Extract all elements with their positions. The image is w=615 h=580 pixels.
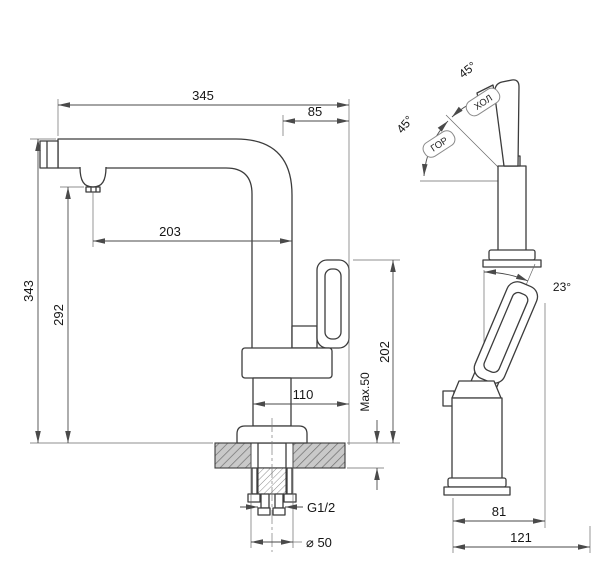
mount-nut-left [247,493,261,503]
dim-body-depth-label: 81 [492,504,506,519]
swivel-flange [488,249,536,261]
aerator [85,186,101,193]
hot-chip-box [422,130,456,158]
dim-base-offset-label: 110 [293,387,314,402]
handle-loop-inner [324,268,342,340]
cold-chip-box [465,87,501,117]
tilt-view: 23° 81 121 [442,263,591,553]
dim-spout-height-label: 292 [51,304,66,326]
swivel-view: 45° ХОЛ 45° ГОР [394,59,542,268]
swivel-angle-hot-label: 45° [394,113,417,136]
hose-tip-right [272,507,286,516]
cold-chip: ХОЛ [465,87,501,117]
mount-stud-right [286,467,293,495]
spout-end-cap [39,140,59,169]
swivel-angle-cold-label: 45° [456,59,479,81]
dim-total-width-label: 345 [192,88,214,103]
tilt-base [443,486,511,496]
tilt-angle-label: 23° [553,280,571,294]
dim-handle-height-label: 202 [377,341,392,363]
counter-plate-left [214,442,252,469]
dim-max-thickness-label: Max.50 [358,372,372,412]
hose-right [274,493,284,509]
tilt-handle-loop-inner [483,291,529,374]
dim-spout-reach-label: 203 [159,224,181,239]
tilt-body-cap [451,380,502,399]
spout-nozzle-fill [80,167,106,187]
tilt-flange [447,477,507,488]
hot-chip: ГОР [422,130,456,158]
hose-tip-left [257,507,271,516]
base-flange [236,425,308,444]
tilt-arc [483,269,529,282]
dim-total-height-label: 343 [21,280,36,302]
dim-handle-offset-label: 85 [308,104,322,119]
swivel-body [497,165,527,253]
counter-plate-right [292,442,346,469]
dim-total-depth-label: 121 [510,530,532,545]
hose-left [260,493,270,509]
main-view: 345 85 203 110 343 292 202 Max.50 G1/2 ⌀… [21,88,400,552]
dim-thread-label: G1/2 [307,500,335,515]
mount-nut-right [283,493,297,503]
tilt-body [451,397,503,481]
dim-hole-diameter-label: ⌀ 50 [306,535,332,550]
handle-connector [291,325,318,349]
swivel-base [482,259,542,268]
tilt-handle [470,281,539,392]
mount-stud-left [251,467,258,495]
cartridge-housing [241,347,333,379]
faucet-body [57,138,293,366]
